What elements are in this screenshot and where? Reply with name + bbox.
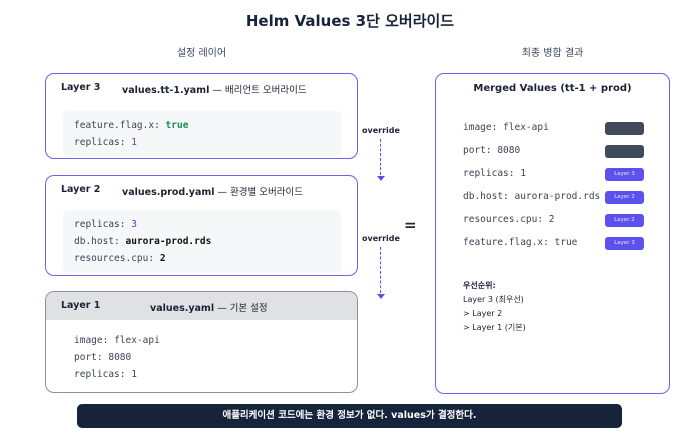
merged-row: image: flex-api bbox=[463, 122, 644, 136]
code-key: image: bbox=[74, 335, 109, 346]
merged-row-text: replicas: 1 bbox=[463, 168, 526, 179]
summary-banner: 애플리케이션 코드에는 환경 정보가 없다. values가 결정한다. bbox=[77, 404, 622, 428]
priority-item: > Layer 2 bbox=[463, 309, 503, 318]
source-tag: Layer 2 bbox=[605, 214, 644, 227]
code-key: feature.flag.x: bbox=[74, 120, 160, 131]
layer-3-header: Layer 3 values.tt-1.yaml — 배리언트 오버라이드 bbox=[46, 74, 357, 102]
merged-row-text: port: 8080 bbox=[463, 145, 521, 156]
code-value: 3 bbox=[131, 219, 137, 230]
code-line: replicas: 1 bbox=[74, 134, 330, 151]
layer-2-card: Layer 2 values.prod.yaml — 환경별 오버라이드 rep… bbox=[45, 175, 358, 276]
layer-1-card: Layer 1 values.yaml — 기본 설정 image: flex-… bbox=[45, 291, 358, 393]
priority-heading: 우선순위: bbox=[463, 281, 496, 290]
page-title: Helm Values 3단 오버라이드 bbox=[245, 12, 455, 30]
merged-row: replicas: 1 Layer 3 bbox=[463, 168, 644, 182]
layer-2-code: replicas: 3 db.host: aurora-prod.rds res… bbox=[63, 210, 341, 273]
code-line: db.host: aurora-prod.rds bbox=[74, 233, 330, 250]
source-tag: Layer 2 bbox=[605, 191, 644, 204]
override-label: override bbox=[362, 126, 400, 135]
priority-note: 우선순위: Layer 3 (최우선) > Layer 2 > Layer 1 … bbox=[463, 279, 526, 335]
file-name: values.yaml bbox=[150, 303, 215, 314]
layer-3-code: feature.flag.x: true replicas: 1 bbox=[63, 111, 341, 157]
code-line: port: 8080 bbox=[74, 349, 330, 366]
code-value: true bbox=[165, 120, 189, 131]
override-arrow-head bbox=[377, 294, 385, 299]
code-line: replicas: 3 bbox=[74, 216, 330, 233]
merged-result-heading: 최종 병합 결과 bbox=[521, 48, 584, 59]
layer-file: values.prod.yaml — 환경별 오버라이드 bbox=[122, 184, 303, 198]
merged-title: Merged Values (tt-1 + prod) bbox=[473, 83, 632, 94]
equals-sign: = bbox=[404, 216, 417, 234]
merged-row: port: 8080 bbox=[463, 145, 644, 159]
layer-label: Layer 2 bbox=[61, 184, 101, 195]
layer-file: values.yaml — 기본 설정 bbox=[150, 300, 268, 314]
layer-1-header: Layer 1 values.yaml — 기본 설정 bbox=[46, 292, 357, 320]
code-value: 1 bbox=[131, 369, 137, 380]
merged-row: feature.flag.x: true Layer 3 bbox=[463, 237, 644, 251]
source-tag bbox=[605, 122, 644, 135]
merged-row: resources.cpu: 2 Layer 2 bbox=[463, 214, 644, 228]
code-value: 8080 bbox=[108, 352, 132, 363]
layer-file: values.tt-1.yaml — 배리언트 오버라이드 bbox=[122, 82, 307, 96]
code-key: replicas: bbox=[74, 137, 126, 148]
override-label: override bbox=[362, 234, 400, 243]
merged-values-card: Merged Values (tt-1 + prod) image: flex-… bbox=[435, 73, 670, 394]
priority-item: > Layer 1 (기본) bbox=[463, 323, 526, 332]
config-layers-heading: 설정 레이어 bbox=[176, 48, 227, 59]
code-key: resources.cpu: bbox=[74, 253, 155, 264]
code-key: db.host: bbox=[74, 236, 120, 247]
file-name: values.prod.yaml bbox=[122, 187, 215, 198]
code-key: replicas: bbox=[74, 219, 126, 230]
merged-row-text: image: flex-api bbox=[463, 122, 549, 133]
layer-2-header: Layer 2 values.prod.yaml — 환경별 오버라이드 bbox=[46, 176, 357, 204]
layer-3-card: Layer 3 values.tt-1.yaml — 배리언트 오버라이드 fe… bbox=[45, 73, 358, 159]
code-line: replicas: 1 bbox=[74, 366, 330, 383]
code-value: 1 bbox=[131, 137, 137, 148]
merged-row-text: feature.flag.x: true bbox=[463, 237, 578, 248]
source-tag: Layer 3 bbox=[605, 168, 644, 181]
file-desc: — 환경별 오버라이드 bbox=[217, 187, 304, 198]
file-desc: — 기본 설정 bbox=[217, 303, 268, 314]
merged-row-text: resources.cpu: 2 bbox=[463, 214, 555, 225]
code-key: replicas: bbox=[74, 369, 126, 380]
layer-label: Layer 1 bbox=[61, 300, 101, 311]
override-arrow-line bbox=[380, 247, 381, 293]
source-tag: Layer 3 bbox=[605, 237, 644, 250]
file-desc: — 배리언트 오버라이드 bbox=[212, 85, 307, 96]
code-value: flex-api bbox=[114, 335, 160, 346]
override-arrow-head bbox=[377, 176, 385, 181]
code-value: aurora-prod.rds bbox=[125, 236, 212, 247]
code-line: feature.flag.x: true bbox=[74, 117, 330, 134]
code-key: port: bbox=[74, 352, 103, 363]
priority-item: Layer 3 (최우선) bbox=[463, 295, 524, 304]
merged-row-text: db.host: aurora-prod.rds bbox=[463, 191, 601, 202]
code-line: image: flex-api bbox=[74, 332, 330, 349]
override-arrow-line bbox=[380, 139, 381, 175]
layer-label: Layer 3 bbox=[61, 82, 101, 93]
code-value: 2 bbox=[159, 253, 166, 264]
code-line: resources.cpu: 2 bbox=[74, 250, 330, 267]
file-name: values.tt-1.yaml bbox=[122, 85, 210, 96]
layer-1-code: image: flex-api port: 8080 replicas: 1 bbox=[63, 330, 341, 385]
source-tag bbox=[605, 145, 644, 158]
merged-row: db.host: aurora-prod.rds Layer 2 bbox=[463, 191, 644, 205]
